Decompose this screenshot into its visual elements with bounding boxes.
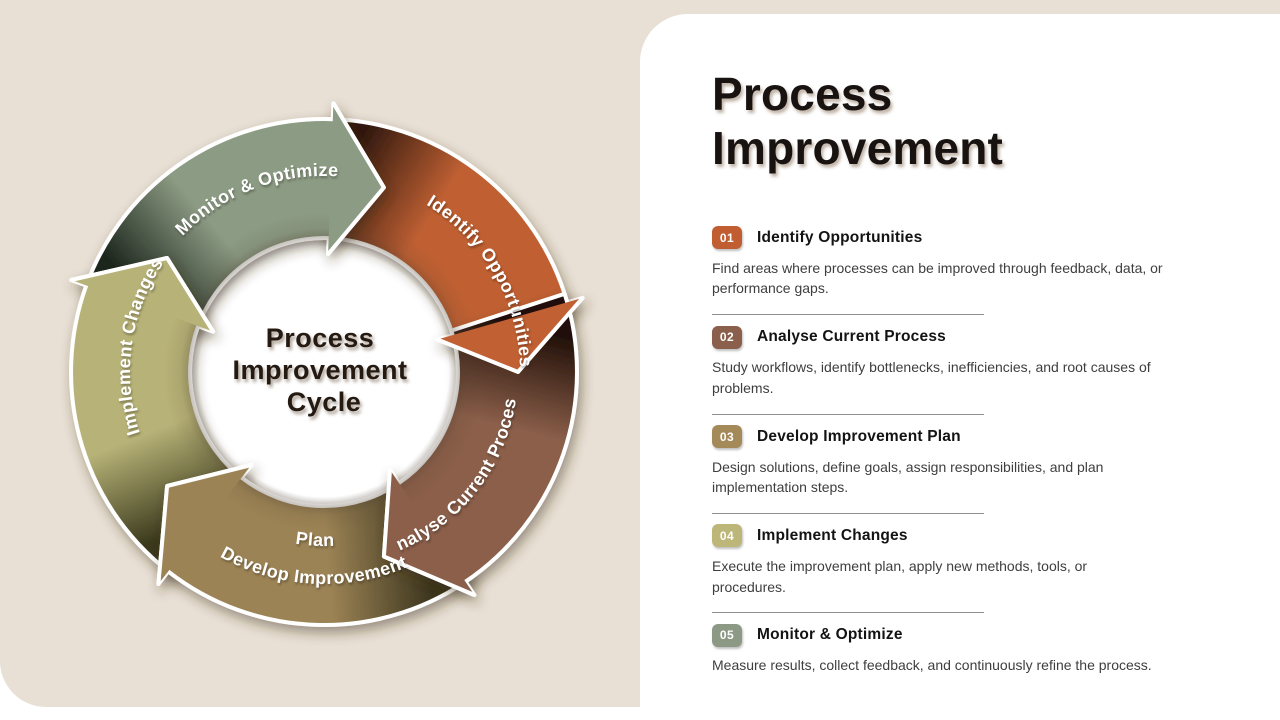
step-title: Analyse Current Process bbox=[757, 328, 946, 346]
center-title-line: Cycle bbox=[287, 387, 362, 417]
center-title: Process Improvement Cycle bbox=[232, 323, 415, 417]
step-description: Study workflows, identify bottlenecks, i… bbox=[712, 359, 1151, 396]
step-description: Find areas where processes can be improv… bbox=[712, 259, 1163, 297]
cycle-arrowhead bbox=[156, 463, 252, 585]
step-number-badge: 03 bbox=[712, 425, 742, 448]
step-title: Monitor & Optimize bbox=[757, 626, 903, 644]
center-title-line: Process bbox=[266, 323, 375, 353]
step-header: 04 Implement Changes bbox=[712, 524, 1280, 548]
segment-label-develop-improvement-plan-line2: Plan bbox=[295, 528, 335, 550]
step-description: Design solutions, define goals, assign r… bbox=[712, 458, 1104, 496]
page-title: Process Improvement bbox=[712, 68, 1004, 174]
step-number-badge: 02 bbox=[712, 325, 742, 349]
step-title: Identify Opportunities bbox=[757, 228, 923, 246]
divider bbox=[712, 612, 984, 614]
cycle-arrowheads bbox=[70, 102, 585, 597]
cycle-arrowhead bbox=[436, 296, 585, 374]
step-number-badge: 04 bbox=[712, 524, 742, 548]
divider bbox=[712, 512, 984, 514]
step-header: 01 Identify Opportunities bbox=[712, 226, 1280, 250]
center-title-line: Improvement bbox=[232, 355, 407, 385]
inner-shadow-ring bbox=[164, 212, 484, 532]
step-header: 05 Monitor & Optimize bbox=[712, 623, 1280, 647]
step-title: Develop Improvement Plan bbox=[757, 427, 961, 445]
step-header: 03 Develop Improvement Plan bbox=[712, 425, 1280, 449]
process-cycle-diagram: Process Improvement Cycle Identify Oppor… bbox=[0, 0, 585, 628]
step-number-badge: 01 bbox=[712, 226, 742, 250]
step-description: Execute the improvement plan, apply new … bbox=[712, 557, 1088, 595]
cycle-arrowhead bbox=[70, 256, 215, 333]
step-title: Implement Changes bbox=[757, 526, 908, 544]
content-panel: Process Improvement 01 Identify Opportuni… bbox=[640, 14, 1280, 720]
divider bbox=[712, 413, 984, 415]
step-description: Measure results, collect feedback, and c… bbox=[712, 657, 1152, 674]
cycle-arrowhead bbox=[326, 102, 386, 256]
divider bbox=[712, 314, 984, 316]
step-number-badge: 05 bbox=[712, 623, 742, 647]
cycle-arrowhead bbox=[381, 469, 476, 597]
step-header: 02 Analyse Current Process bbox=[712, 325, 1280, 349]
